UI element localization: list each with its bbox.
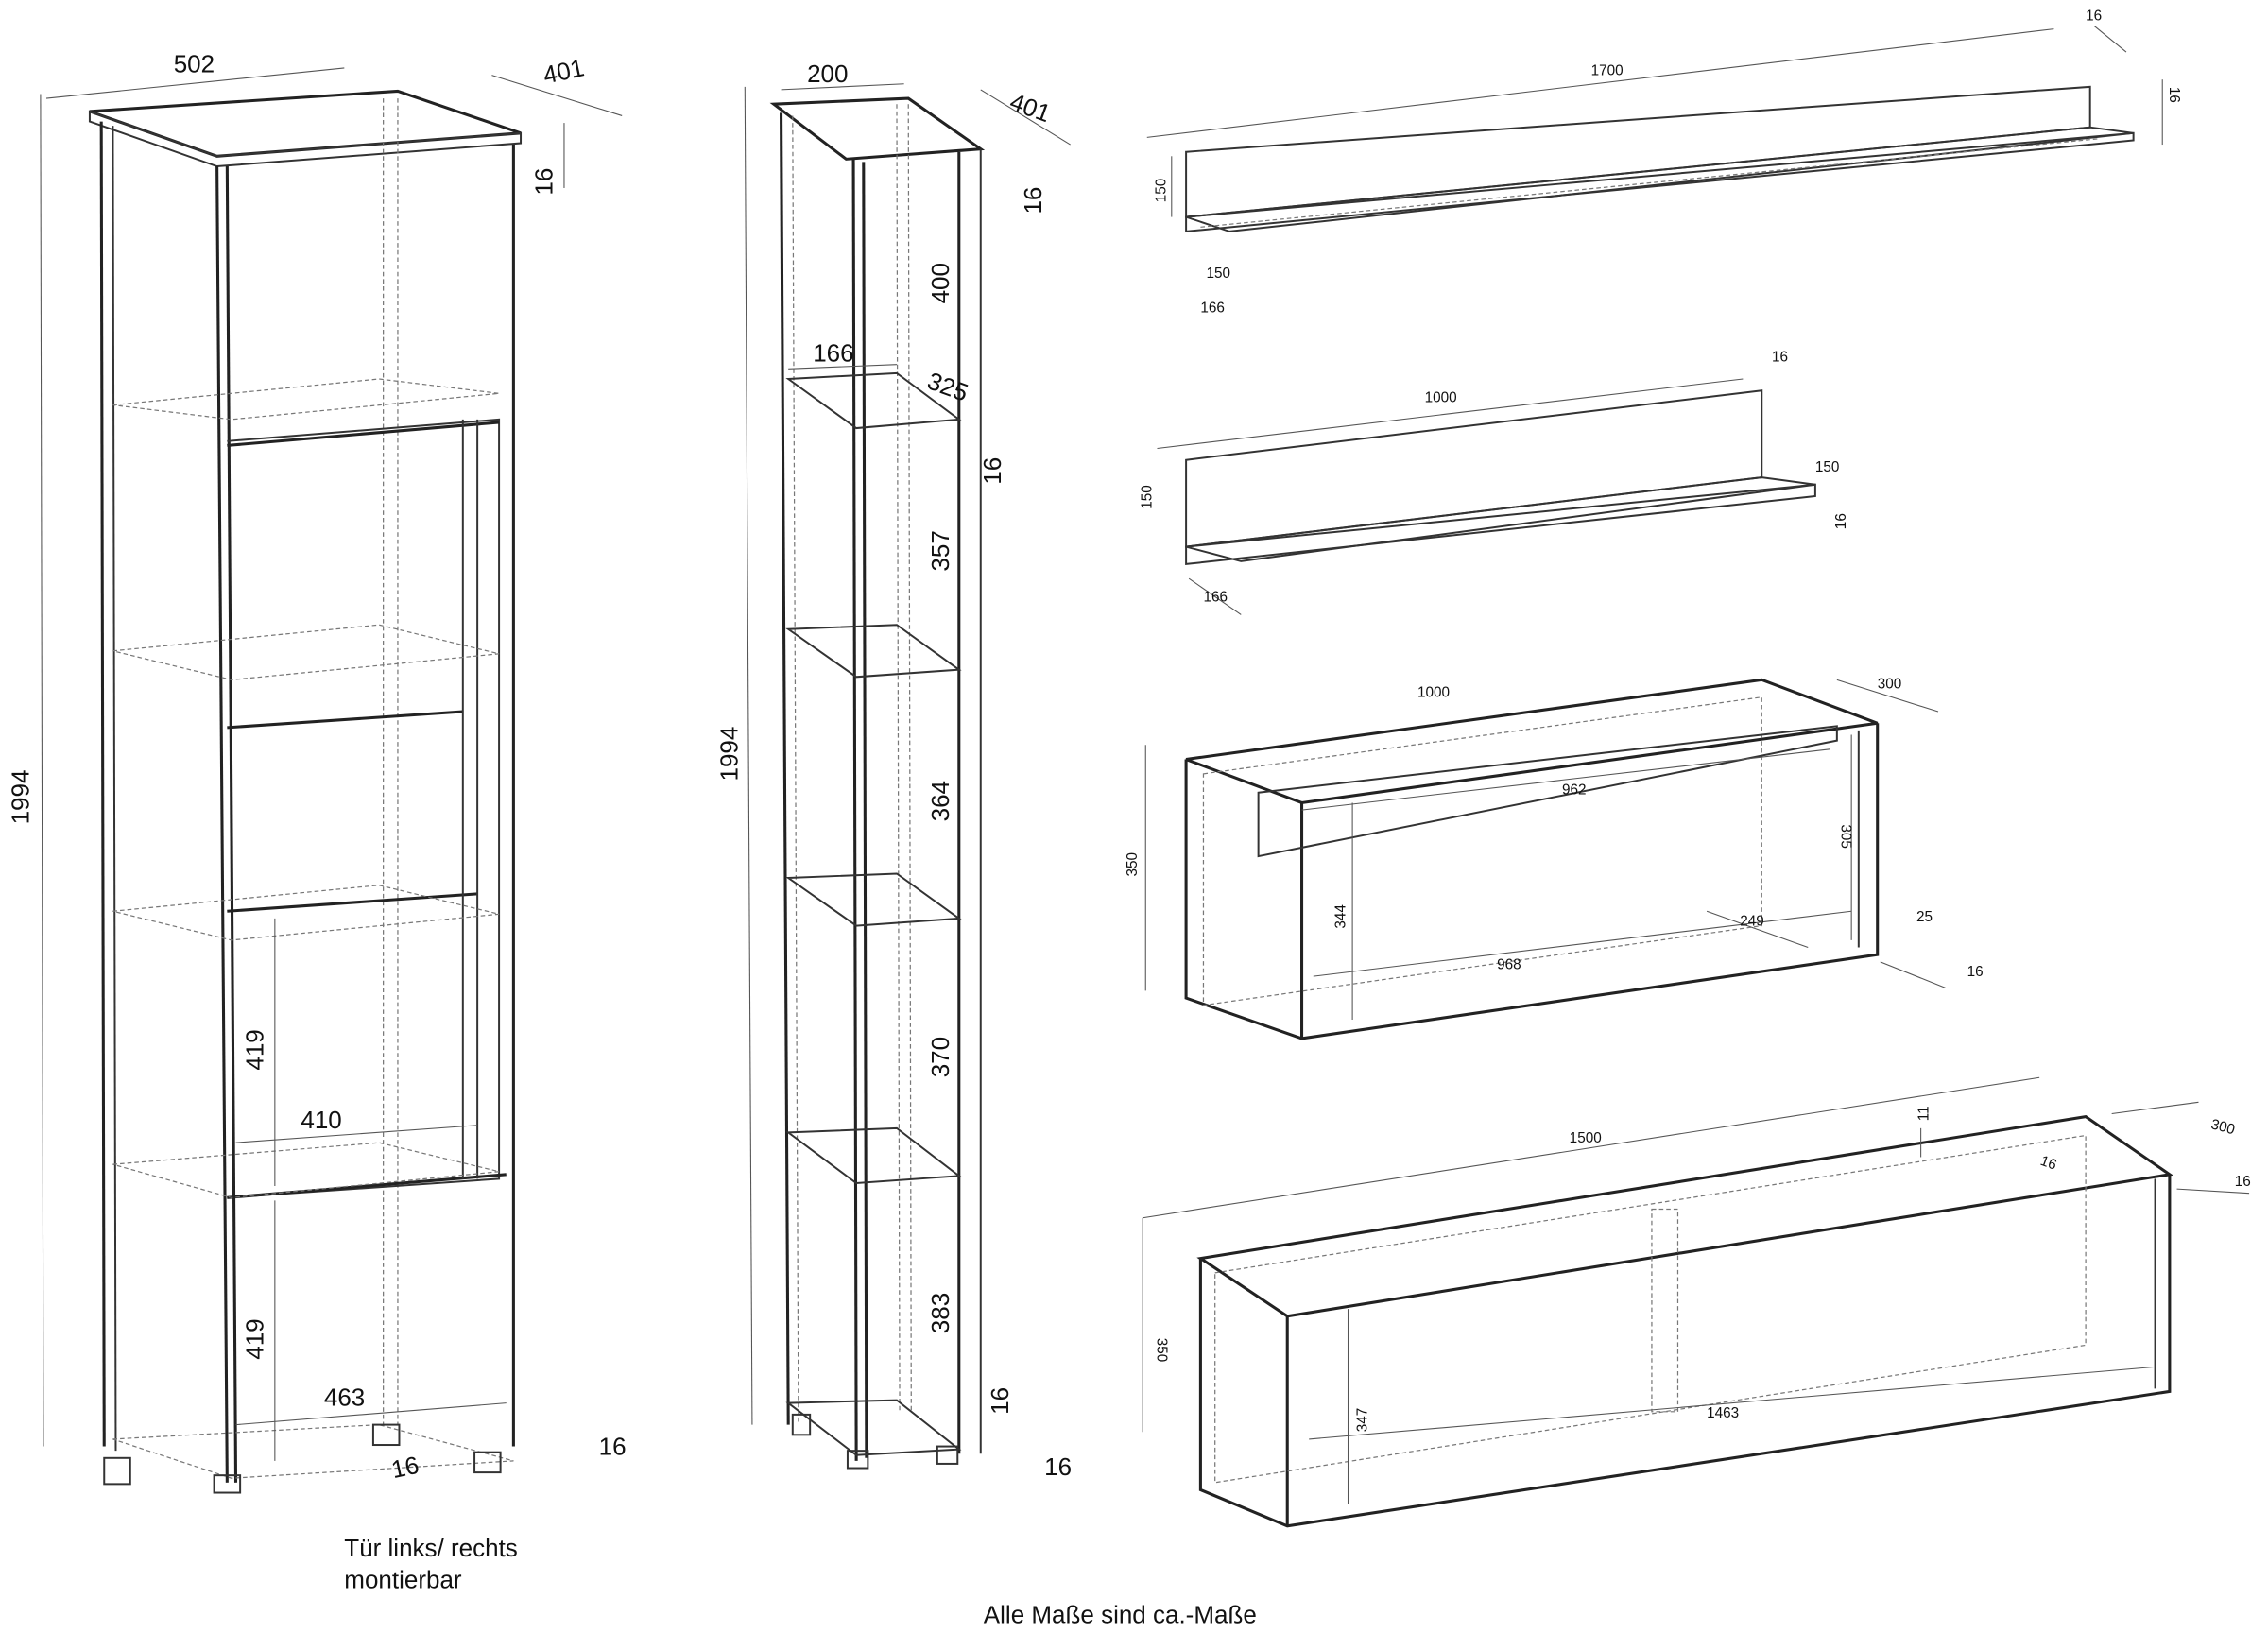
- dim-compartment-2: 357: [926, 530, 954, 571]
- dim-top-thickness: 16: [1019, 187, 1047, 215]
- dim-top-thickness: 16: [530, 168, 558, 196]
- dim-inner-width-upper: 410: [301, 1106, 341, 1134]
- door-note-line1: Tür links/ rechts: [344, 1534, 518, 1562]
- dim-inner-depth: 249: [1740, 914, 1764, 930]
- dim-compartment-4: 370: [926, 1037, 954, 1077]
- dim-inner-height-right: 305: [1837, 824, 1853, 849]
- dim-thickness-top: 16: [2086, 8, 2102, 24]
- shelf-lines: [785, 371, 962, 1456]
- dim-compartment-3: 364: [926, 781, 954, 821]
- dim-top-offset: 11: [1916, 1106, 1932, 1121]
- dim-width: 502: [174, 50, 215, 78]
- dim-inner-width-top: 962: [1562, 782, 1587, 798]
- dim-height: 350: [1125, 852, 1141, 877]
- dim-height: 1994: [7, 770, 35, 825]
- wall-shelf-short: 1000 16 150 150 16 166: [1139, 350, 1849, 615]
- foot-icon: [371, 1423, 401, 1447]
- dim-depth: 300: [1878, 677, 1902, 693]
- foot-icon: [791, 1413, 812, 1436]
- dim-thickness-side: 16: [2166, 87, 2182, 103]
- foot-icon: [936, 1445, 959, 1465]
- wall-shelf-long: 1700 16 16 150 150 166: [1146, 8, 2182, 317]
- door-note-line2: montierbar: [344, 1566, 462, 1594]
- dim-width: 200: [807, 60, 848, 88]
- dim-depth: 300: [2209, 1116, 2237, 1138]
- cabinet-open: 200 401 16 1994 166 325 16 400 357 364 3…: [715, 60, 1072, 1481]
- foot-icon: [103, 1456, 131, 1486]
- dim-foot-thickness: 16: [1044, 1453, 1072, 1481]
- foot-icon: [846, 1450, 869, 1470]
- dim-width: 1700: [1591, 63, 1624, 79]
- dim-height: 150: [1139, 485, 1155, 509]
- dim-height: 350: [1153, 1338, 1169, 1363]
- dim-depth: 401: [541, 53, 587, 89]
- dim-thickness: 16: [1967, 964, 1984, 980]
- dim-inner-width-lower: 463: [324, 1384, 365, 1412]
- dim-bottom-thickness: 16: [388, 1451, 421, 1484]
- dim-inner-width: 166: [813, 339, 853, 368]
- dim-width: 1000: [1425, 389, 1457, 405]
- dim-thickness-side: 16: [1833, 513, 1849, 529]
- cabinet-with-door: 502 401 16 1994 419 419 410 463 16 16 Tü…: [7, 50, 627, 1594]
- foot-icon: [213, 1474, 242, 1494]
- dim-inner-depth: 325: [924, 367, 972, 407]
- dim-depth-inner: 150: [1815, 459, 1840, 475]
- dim-depth: 401: [1006, 87, 1055, 128]
- dim-depth-inner: 150: [1207, 266, 1231, 282]
- dim-shelf-thickness: 16: [978, 457, 1006, 485]
- dim-height: 1994: [715, 727, 744, 782]
- dim-depth: 166: [1203, 590, 1228, 606]
- dim-width: 1500: [1570, 1130, 1602, 1146]
- footer-note: Alle Maße sind ca.-Maße: [984, 1600, 1257, 1628]
- dim-thickness: 16: [2235, 1174, 2251, 1190]
- dim-inner-height: 347: [1354, 1408, 1370, 1433]
- dim-bottom-thickness: 16: [986, 1387, 1014, 1415]
- dim-back-offset: 25: [1916, 909, 1933, 925]
- dim-thickness-top: 16: [1772, 350, 1788, 366]
- dim-inner-height: 344: [1332, 904, 1349, 929]
- dim-compartment-1: 400: [926, 263, 954, 303]
- dim-compartment-5: 383: [926, 1293, 954, 1333]
- dim-door-upper: 419: [241, 1029, 269, 1070]
- wall-unit-small: 1000 300 962 350 305 344 968 249 25 16: [1125, 677, 1984, 1040]
- dim-width: 1000: [1418, 685, 1450, 701]
- wall-unit-large: 1500 300 11 16 16 350 347 1463: [1142, 1076, 2251, 1528]
- dim-height: 150: [1154, 179, 1170, 203]
- dim-depth: 166: [1200, 301, 1225, 317]
- foot-icon: [473, 1451, 502, 1474]
- dim-inner-width-bottom: 968: [1497, 956, 1521, 972]
- dim-door-lower: 419: [241, 1318, 269, 1359]
- dim-inner-width: 1463: [1707, 1405, 1739, 1421]
- dim-thickness-inner: 16: [2038, 1153, 2059, 1174]
- dim-foot-thickness: 16: [599, 1433, 627, 1461]
